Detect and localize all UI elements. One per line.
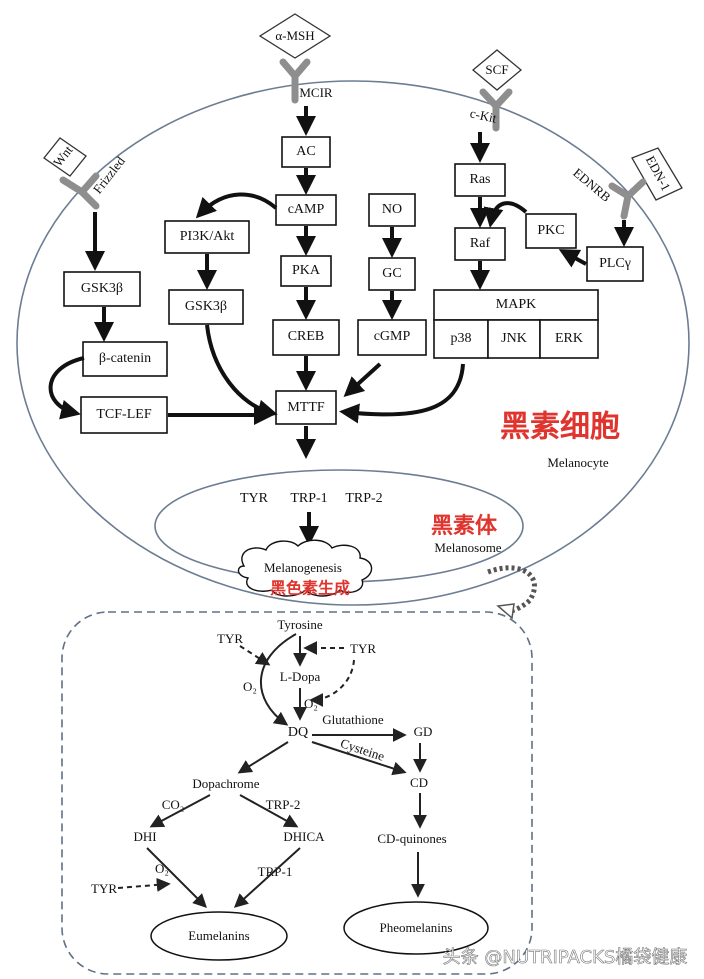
pathway-co2: CO₂	[162, 797, 185, 812]
svg-text:PKA: PKA	[292, 263, 321, 278]
svg-text:PKC: PKC	[537, 223, 564, 238]
pathway-trp2: TRP-2	[266, 797, 301, 812]
svg-text:β-catenin: β-catenin	[99, 351, 151, 366]
svg-text:SCF: SCF	[485, 62, 508, 77]
pathway-arrows-solid	[146, 633, 427, 908]
node-camp: cAMP	[275, 194, 337, 226]
pathway-eumelanins: Eumelanins	[188, 928, 249, 943]
svg-text:cGMP: cGMP	[374, 329, 411, 344]
svg-text:GSK3β: GSK3β	[185, 299, 227, 314]
svg-text:PI3K/Akt: PI3K/Akt	[180, 229, 235, 244]
ligand-edn1: EDN-1	[631, 147, 683, 201]
svg-text:cAMP: cAMP	[288, 202, 325, 217]
pathway-arrows-dashed	[117, 641, 355, 892]
pathway-glutathione: Glutathione	[322, 712, 384, 727]
receptor-ckit	[479, 88, 513, 132]
svg-text:PLCγ: PLCγ	[599, 256, 631, 271]
pathway-tyr-dhi: TYR	[91, 881, 117, 896]
node-jnk: JNK	[487, 319, 541, 359]
enzyme-tyr: TYR	[240, 491, 269, 506]
svg-text:MAPK: MAPK	[496, 297, 536, 312]
zoom-connector-head	[496, 603, 515, 620]
node-raf: Raf	[454, 227, 506, 261]
node-cgmp: cGMP	[357, 319, 427, 356]
svg-text:GC: GC	[382, 266, 401, 281]
pathway-cd: CD	[410, 775, 428, 790]
node-pka: PKA	[280, 255, 332, 287]
enzyme-trp1: TRP-1	[290, 491, 327, 506]
ligand-wnt: Wnt	[43, 137, 87, 177]
svg-text:GSK3β: GSK3β	[81, 281, 123, 296]
eumelanins-ellipse	[150, 911, 288, 961]
pathway-pheomelanins: Pheomelanins	[380, 920, 453, 935]
pathway-o2-left: O₂	[243, 679, 257, 694]
pheomelanins-ellipse	[343, 901, 489, 955]
receptor-mcir	[279, 58, 311, 104]
node-plcg: PLCγ	[586, 246, 644, 282]
receptor-label-ckit: c-Kit	[469, 105, 499, 125]
node-pi3k-akt: PI3K/Akt	[164, 220, 250, 254]
node-ras: Ras	[454, 163, 506, 197]
enzyme-trp2: TRP-2	[345, 491, 382, 506]
receptor-label-mcir: MCIR	[299, 85, 333, 100]
pathway-dhi: DHI	[133, 829, 156, 844]
watermark: 头条 @NUTRIPACKS橘袋健康	[443, 947, 688, 968]
pathway-tyr-left: TYR	[217, 631, 243, 646]
svg-text:NO: NO	[382, 202, 402, 217]
node-mapk: MAPK	[433, 289, 599, 321]
node-erk: ERK	[539, 319, 599, 359]
pathway-detail-box	[61, 611, 533, 975]
pathway-cd-quinones: CD-quinones	[377, 831, 446, 846]
pathway-gd: GD	[414, 724, 433, 739]
pathway-tyrosine: Tyrosine	[277, 617, 323, 632]
pathway-o2-right: O₂	[304, 696, 318, 711]
melanocyte-cell-outline	[16, 80, 690, 606]
svg-text:α-MSH: α-MSH	[275, 28, 314, 43]
pathway-o2-dhi: O₂	[155, 861, 169, 876]
receptor-ednrb	[608, 178, 647, 220]
pathway-ldopa: L-Dopa	[280, 669, 321, 684]
node-no: NO	[368, 193, 416, 227]
svg-text:p38: p38	[451, 331, 472, 346]
pathway-dhica: DHICA	[283, 829, 325, 844]
svg-text:Raf: Raf	[470, 236, 491, 251]
node-gsk3b-left: GSK3β	[63, 271, 141, 307]
node-gc: GC	[368, 257, 416, 291]
svg-text:CREB: CREB	[288, 329, 325, 344]
node-p38: p38	[433, 319, 489, 359]
pathway-tyr-right: TYR	[350, 641, 376, 656]
node-pkc: PKC	[525, 213, 577, 249]
svg-text:ERK: ERK	[555, 331, 583, 346]
node-creb: CREB	[272, 319, 340, 356]
melanocyte-label-cn: 黑素细胞	[500, 410, 620, 445]
ligand-amsh: α-MSH	[258, 13, 332, 59]
melanogenesis-cloud	[237, 539, 373, 597]
node-gsk3b-mid: GSK3β	[168, 289, 244, 325]
node-beta-catenin: β-catenin	[82, 341, 168, 377]
ligand-scf: SCF	[471, 49, 523, 91]
pathway-dopachrome: Dopachrome	[192, 776, 259, 791]
receptor-frizzled	[59, 172, 100, 210]
melanosome-label-cn: 黑素体	[431, 513, 498, 539]
melanogenesis-label-en: Melanogenesis	[264, 560, 342, 575]
melanosome-label-en: Melanosome	[434, 540, 501, 555]
pathway-dq: DQ	[288, 725, 308, 740]
svg-text:TCF-LEF: TCF-LEF	[96, 407, 151, 422]
node-ac: AC	[281, 136, 331, 168]
node-mttf: MTTF	[275, 390, 337, 425]
melanogenesis-label-cn: 黑色素生成	[270, 579, 350, 598]
signaling-arrows	[48, 106, 634, 459]
melanocyte-label-en: Melanocyte	[547, 455, 609, 470]
svg-text:MTTF: MTTF	[287, 400, 325, 415]
svg-text:JNK: JNK	[501, 331, 527, 346]
svg-text:AC: AC	[296, 144, 315, 159]
node-tcf-lef: TCF-LEF	[80, 396, 168, 434]
svg-text:Ras: Ras	[470, 172, 491, 187]
